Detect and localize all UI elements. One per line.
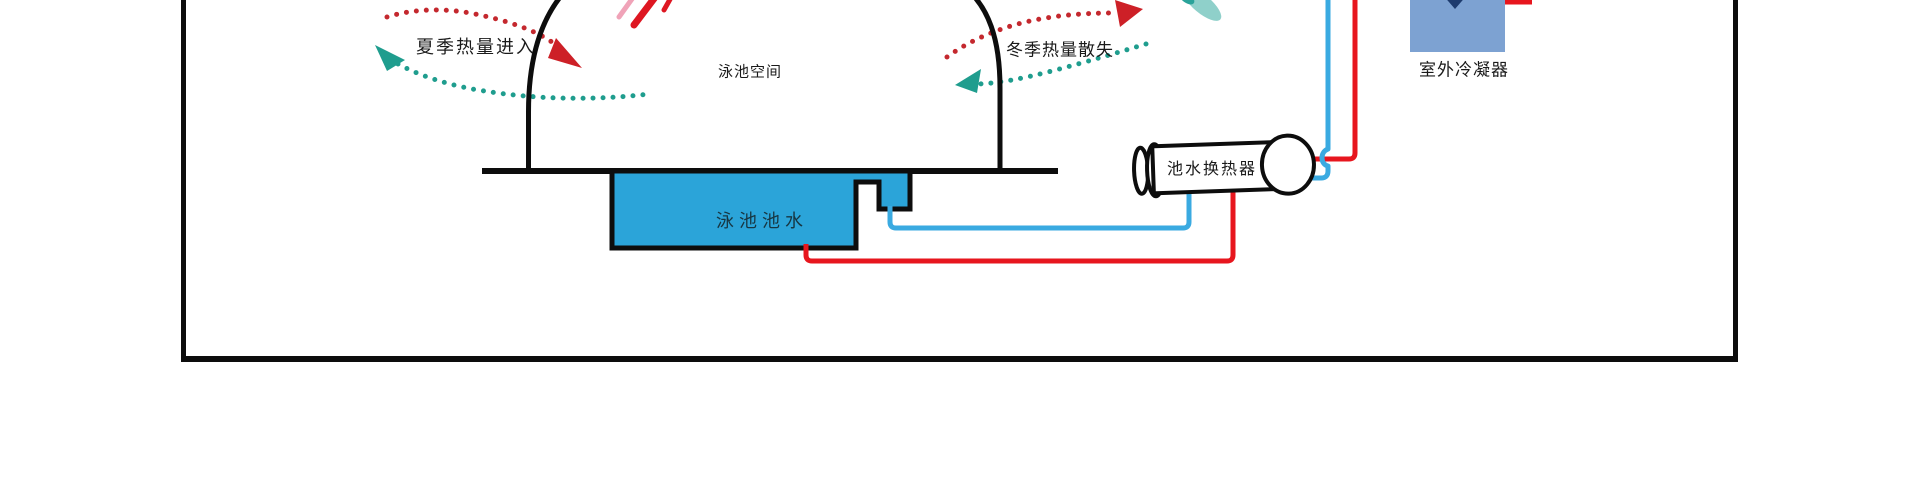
heat-ray-red-icon bbox=[630, 0, 658, 29]
dome-wall-right bbox=[973, 0, 1003, 172]
summer-heat-in-arrowhead-icon bbox=[548, 38, 582, 68]
hot-pipe-pool-to-exchanger bbox=[803, 186, 1236, 264]
winter-heat-loss-label: 冬季热量散失 bbox=[1006, 40, 1114, 61]
summer-heat-in-label: 夏季热量进入 bbox=[416, 37, 536, 58]
frame-border-right bbox=[1733, 0, 1738, 362]
condenser-down-arrow-icon bbox=[1447, 0, 1463, 9]
dome-wall-left bbox=[526, 0, 562, 172]
cold-pipe-pool-to-exchanger bbox=[887, 186, 1192, 231]
heat-ray-pink-icon bbox=[616, 0, 635, 20]
winter-heat-loss-arrowhead-icon bbox=[1115, 0, 1143, 27]
cold-pipe-condenser-to-exchanger bbox=[1293, 0, 1331, 181]
frame-border-left bbox=[181, 0, 186, 362]
heat-ray-red-small-icon bbox=[661, 0, 673, 13]
heat-exchanger-right-cap bbox=[1259, 133, 1316, 196]
outdoor-condenser-label: 室外冷凝器 bbox=[1419, 60, 1509, 81]
heat-exchanger-group bbox=[1132, 133, 1316, 199]
pool-water-heat-exchanger-label: 池水换热器 bbox=[1166, 159, 1258, 178]
fan-blade-dark-icon bbox=[1177, 0, 1195, 5]
summer-heat-out-arrowhead-icon bbox=[375, 45, 405, 71]
hot-pipe-exchanger-to-condenser bbox=[1293, 0, 1358, 162]
frame-border-bottom bbox=[181, 356, 1738, 362]
pool-water-shape bbox=[609, 168, 913, 251]
pool-water-label: 泳池池水 bbox=[716, 211, 808, 232]
outdoor-condenser-box bbox=[1410, 0, 1505, 52]
fan-blade-icon bbox=[1182, 0, 1222, 21]
pool-space-label: 泳池空间 bbox=[717, 62, 783, 81]
summer-heat-out-dotted-arrow bbox=[395, 61, 653, 101]
winter-heat-in-arrowhead-icon bbox=[955, 69, 981, 93]
